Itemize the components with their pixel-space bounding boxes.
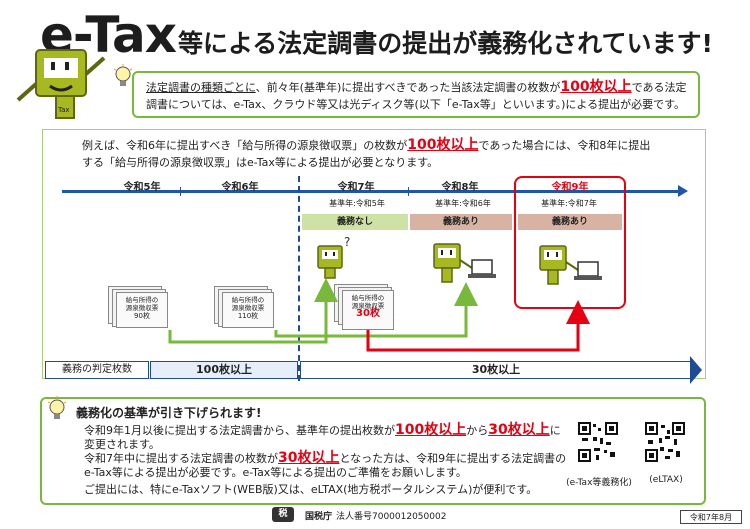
year-label: 令和6年 <box>221 182 259 193</box>
year-label: 令和5年 <box>123 182 161 193</box>
lightbulb-icon <box>112 64 134 90</box>
document-stack: 給与所得の 源泉徴収票 30枚 <box>334 284 396 330</box>
intro-box: 法定調書の種類ごとに、前々年(基準年)に提出すべきであった当該法定調書の枚数が1… <box>132 71 700 118</box>
footer-organization: 国税庁 <box>305 512 333 522</box>
judgement-threshold-new: 30枚以上 <box>300 361 692 379</box>
base-year-label: 基準年:令和6年 <box>435 199 491 208</box>
example-line2: する「給与所得の源泉徴収票」はe-Tax等による提出が必要となります。 <box>82 156 439 169</box>
doc-label: 給与所得の <box>125 296 159 304</box>
year-divider <box>298 176 300 381</box>
doc-label: 源泉徴収票 <box>125 304 159 312</box>
intro-part1: 法定調書の種類ごとに <box>146 81 256 94</box>
notice-text: となった方は、令和9年に提出する法定調書の <box>339 452 567 465</box>
judgement-arrowhead <box>690 356 702 384</box>
document-stack: 給与所得の 源泉徴収票 90枚 <box>108 286 170 330</box>
notice-paragraph-3: ご提出には、特にe-Taxソフト(WEB版)又は、eLTAX(地方税ポータルシス… <box>84 483 538 496</box>
example-line1a: 例えば、令和6年に提出すべき「給与所得の源泉徴収票」の枚数が <box>82 139 408 152</box>
base-year-label: 基準年:令和7年 <box>541 199 597 208</box>
intro-emphasis: 100枚以上 <box>560 79 632 95</box>
qr-code-etax[interactable] <box>578 422 618 462</box>
doc-label: 給与所得の <box>231 296 265 304</box>
doc-count-highlight: 30枚 <box>356 308 380 319</box>
notice-emphasis: 30枚以上 <box>488 422 550 438</box>
base-year-label: 基準年:令和5年 <box>329 199 385 208</box>
qr-caption: (eLTAX) <box>649 475 683 485</box>
notice-text: 令和7年中に提出する法定調書の枚数が <box>84 452 278 465</box>
footer-corporate-number: 法人番号7000012050002 <box>336 512 447 522</box>
footer-date-badge: 令和7年8月 <box>680 510 742 524</box>
mascot-laptop-illustration <box>536 240 606 290</box>
notice-emphasis: 30枚以上 <box>278 450 340 466</box>
timeline-tick <box>180 187 181 196</box>
notice-box <box>40 397 706 505</box>
judgement-label: 義務の判定枚数 <box>45 361 149 379</box>
year-label: 令和8年 <box>441 182 479 193</box>
intro-part3: である法定調書については、e-Tax、クラウド等又は光ディスク等(以下「e-Ta… <box>146 81 687 111</box>
doc-label: 給与所得の <box>351 294 385 302</box>
status-badge: 義務なし <box>302 214 408 230</box>
mascot-confused-illustration: ? <box>310 234 360 282</box>
doc-label: 源泉徴収票 <box>351 302 385 310</box>
notice-text: に変更されます。 <box>84 424 561 451</box>
notice-emphasis: 100枚以上 <box>395 422 467 438</box>
year-label: 令和7年 <box>337 182 375 193</box>
mascot-laptop-illustration <box>430 238 500 288</box>
example-emphasis: 100枚以上 <box>407 137 479 153</box>
intro-part2: 、前々年(基準年)に提出すべきであった当該法定調書の枚数が <box>255 81 561 94</box>
qr-code-eltax[interactable] <box>645 422 685 462</box>
nta-logo: 税 <box>272 507 294 522</box>
mascot-illustration: Tax <box>14 44 126 124</box>
year-label-highlight: 令和9年 <box>551 182 589 193</box>
doc-label: 源泉徴収票 <box>231 304 265 312</box>
doc-count: 90枚 <box>134 312 150 320</box>
status-badge: 義務あり <box>410 214 512 230</box>
example-line1b: であった場合には、令和8年に提出 <box>478 139 651 152</box>
example-text: 例えば、令和6年に提出すべき「給与所得の源泉徴収票」の枚数が100枚以上であった… <box>82 137 682 171</box>
svg-text:Tax: Tax <box>57 106 70 114</box>
title-rest: 等による法定調書の提出が義務化されています! <box>177 29 713 58</box>
timeline-tick <box>408 187 409 196</box>
timeline-arrowhead <box>678 185 688 197</box>
notice-text: から <box>466 424 489 437</box>
status-badge: 義務あり <box>518 214 622 230</box>
notice-paragraph-2: 令和7年中に提出する法定調書の枚数が30枚以上となった方は、令和9年に提出する法… <box>84 451 574 480</box>
svg-text:?: ? <box>344 235 350 249</box>
notice-paragraph-1: 令和9年1月以後に提出する法定調書から、基準年の提出枚数が100枚以上から30枚… <box>84 423 564 452</box>
notice-heading: 義務化の基準が引き下げられます! <box>76 406 262 420</box>
notice-text: 令和9年1月以後に提出する法定調書から、基準年の提出枚数が <box>84 424 395 437</box>
lightbulb-icon <box>46 396 68 422</box>
doc-count: 110枚 <box>237 312 259 320</box>
page-title: e-Tax等による法定調書の提出が義務化されています! <box>40 6 713 64</box>
timeline-axis <box>62 190 680 193</box>
judgement-threshold-old: 100枚以上 <box>150 361 298 379</box>
document-stack: 給与所得の 源泉徴収票 110枚 <box>214 286 276 330</box>
qr-caption: (e-Tax等義務化) <box>566 478 632 488</box>
notice-text: e-Tax等による提出が必要です。e-Tax等による提出のご準備をお願いします。 <box>84 466 467 479</box>
